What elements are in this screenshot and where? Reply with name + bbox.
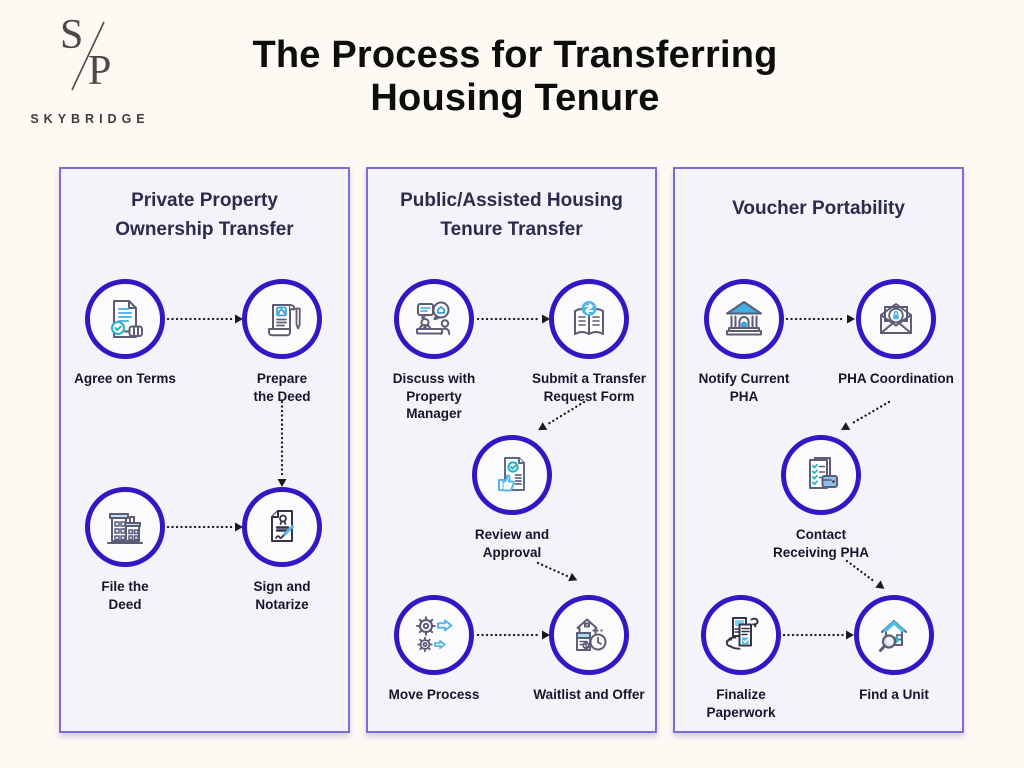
step-label: Waitlist and Offer	[533, 687, 645, 702]
step-circle	[85, 487, 165, 567]
step-notify-current-pha: Notify Current PHA	[659, 279, 829, 405]
house-clock-offer-icon: $	[576, 618, 607, 651]
step-circle	[85, 279, 165, 359]
pha-building-bell-icon	[726, 301, 762, 336]
step-label: Find a Unit	[859, 687, 929, 702]
approval-thumbs-up-icon	[498, 457, 525, 492]
step-label: PHA Coordination	[838, 371, 954, 386]
step-circle: $	[549, 595, 629, 675]
step-prepare-the-deed: Prepare the Deed	[197, 279, 367, 405]
step-circle	[854, 595, 934, 675]
step-finalize-paperwork: Finalize Paperwork	[656, 595, 826, 721]
step-circle	[394, 595, 474, 675]
page-title-line1: The Process for Transferring	[252, 34, 778, 76]
step-label: Agree on Terms	[74, 371, 176, 386]
transfer-form-icon	[574, 301, 604, 335]
step-review-and-approval: Review and Approval	[427, 435, 597, 561]
step-circle	[242, 279, 322, 359]
step-label: File the Deed	[101, 579, 149, 612]
logo-slash-icon	[71, 21, 105, 91]
logo-letter-s: S	[60, 12, 84, 58]
hands-paperwork-icon	[725, 617, 759, 650]
svg-text:$: $	[584, 643, 588, 650]
step-label: Move Process	[388, 687, 480, 702]
step-agree-on-terms: Agree on Terms	[40, 279, 210, 388]
step-waitlist-and-offer: $ Waitlist and Offer	[504, 595, 674, 704]
brand-name: SKYBRIDGE	[30, 112, 150, 126]
step-label: Sign and Notarize	[253, 579, 311, 612]
step-label: Submit a Transfer Request Form	[531, 371, 647, 404]
panel-title: Public/Assisted Housing Tenure Transfer	[400, 190, 623, 240]
notarized-document-icon	[271, 510, 294, 542]
records-building-icon	[107, 513, 143, 544]
deed-scroll-pen-icon	[268, 304, 301, 337]
step-pha-coordination: PHA Coordination	[811, 279, 981, 388]
step-circle	[704, 279, 784, 359]
step-circle	[394, 279, 474, 359]
panel-public-assisted-housing: Public/Assisted Housing Tenure Transfer	[366, 167, 657, 733]
discussion-people-icon	[416, 301, 451, 335]
page-title: The Process for Transferring Housing Ten…	[160, 34, 870, 120]
panel-title: Private Property Ownership Transfer	[115, 190, 294, 240]
house-magnifier-icon	[879, 620, 907, 652]
step-move-process: Move Process	[349, 595, 519, 704]
step-circle	[242, 487, 322, 567]
step-file-the-deed: File the Deed	[40, 487, 210, 613]
step-label: Finalize Paperwork	[706, 687, 776, 720]
step-circle	[549, 279, 629, 359]
step-discuss-with-property-manager: Discuss with Property Manager	[349, 279, 519, 423]
page-title-line2: Housing Tenure	[370, 76, 660, 119]
step-circle	[701, 595, 781, 675]
skybridge-logo: S P SKYBRIDGE	[30, 10, 150, 135]
step-label: Review and Approval	[474, 527, 550, 560]
step-submit-transfer-request-form: Submit a Transfer Request Form	[504, 279, 674, 405]
step-label: Contact Receiving PHA	[772, 527, 870, 560]
step-label: Notify Current PHA	[698, 371, 790, 404]
step-label: Prepare the Deed	[253, 371, 311, 404]
logo-monogram: S P	[58, 14, 120, 98]
step-circle	[781, 435, 861, 515]
step-find-a-unit: Find a Unit	[809, 595, 979, 704]
logo-letter-p: P	[88, 48, 112, 94]
step-sign-and-notarize: Sign and Notarize	[197, 487, 367, 613]
step-contact-receiving-pha: Contact Receiving PHA	[736, 435, 906, 561]
panel-title: Voucher Portability	[732, 198, 905, 219]
envelope-coordination-icon	[880, 303, 912, 334]
step-label: Discuss with Property Manager	[392, 371, 476, 422]
panel-voucher-portability: Voucher Portability	[673, 167, 964, 733]
gears-process-icon	[416, 616, 453, 653]
step-circle	[472, 435, 552, 515]
panel-private-property: Private Property Ownership Transfer	[59, 167, 350, 733]
document-check-hand-icon	[111, 300, 143, 338]
checklist-wallet-icon	[809, 457, 838, 489]
flow-arrows	[166, 314, 287, 532]
step-circle	[856, 279, 936, 359]
